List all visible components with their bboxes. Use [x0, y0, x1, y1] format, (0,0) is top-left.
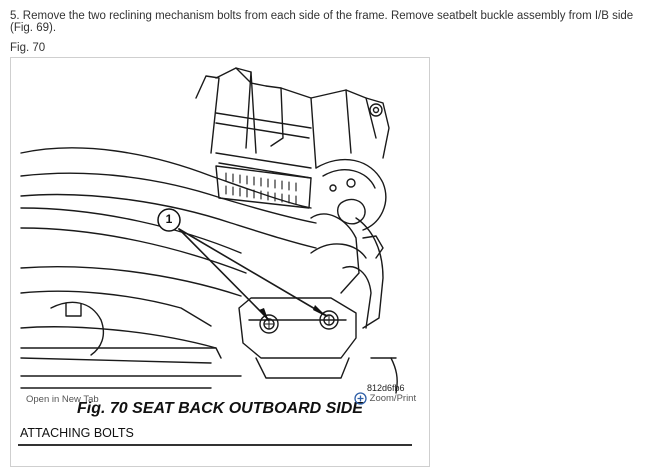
open-new-tab-link[interactable]: Open in New Tab	[26, 394, 99, 405]
figure-label: Fig. 70	[10, 42, 46, 54]
image-code: 812d6fb6	[367, 383, 405, 393]
zoom-print-label: Zoom/Print	[369, 393, 417, 405]
instruction-text: 5. Remove the two reclining mechanism bo…	[10, 10, 634, 34]
figure-caption: Fig. 70 SEAT BACK OUTBOARD SIDE	[77, 400, 363, 417]
seat-back-illustration	[20, 67, 398, 394]
zoom-icon	[354, 392, 367, 405]
figure-frame: 1 812d6fb6 Fig. 70 SEAT BACK OUTBOARD SI…	[10, 57, 430, 467]
figure-toolbar: Open in New Tab Zoom/Print	[16, 392, 420, 408]
callout-circle	[157, 208, 181, 232]
arrowhead-right	[313, 305, 327, 317]
figure-legend: ATTACHING BOLTS	[18, 426, 412, 446]
arrowhead-left	[259, 308, 269, 322]
zoom-print-button[interactable]: Zoom/Print	[354, 392, 416, 405]
callout-number: 1	[165, 212, 173, 226]
